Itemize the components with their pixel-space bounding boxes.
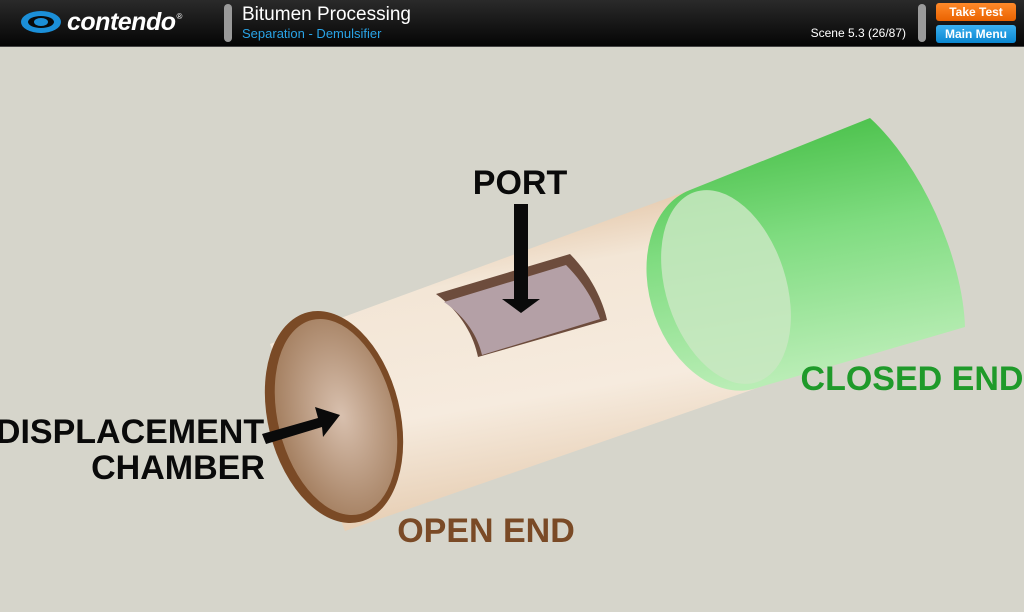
- header-divider-right: [918, 4, 926, 42]
- take-test-button[interactable]: Take Test: [936, 3, 1016, 21]
- port-arrow-icon: [502, 204, 540, 313]
- port-label: PORT: [473, 164, 568, 202]
- chamber-label: CHAMBER: [91, 449, 265, 487]
- displacement-label: DISPLACEMENT: [0, 413, 264, 451]
- top-bar: contendo ® Bitumen Processing Separation…: [0, 0, 1024, 47]
- scene-counter: Scene 5.3 (26/87): [810, 26, 906, 40]
- brand-name: contendo: [67, 7, 176, 36]
- closed-end-cap: [661, 190, 791, 384]
- brand-logo[interactable]: contendo ®: [20, 6, 182, 38]
- section-subtitle: Separation - Demulsifier: [242, 26, 382, 41]
- open-end-label: OPEN END: [397, 512, 575, 550]
- chamber-arrow-icon: [262, 407, 340, 444]
- course-title: Bitumen Processing: [242, 4, 411, 25]
- contendo-eye-logo-icon: [21, 11, 61, 33]
- displacement-chamber-diagram: PORT DISPLACEMENT CHAMBER CLOSED END OPE…: [0, 118, 1024, 550]
- header-divider-left: [224, 4, 232, 42]
- main-menu-button[interactable]: Main Menu: [936, 25, 1016, 43]
- closed-end-label: CLOSED END: [801, 360, 1024, 398]
- registered-mark: ®: [176, 11, 183, 21]
